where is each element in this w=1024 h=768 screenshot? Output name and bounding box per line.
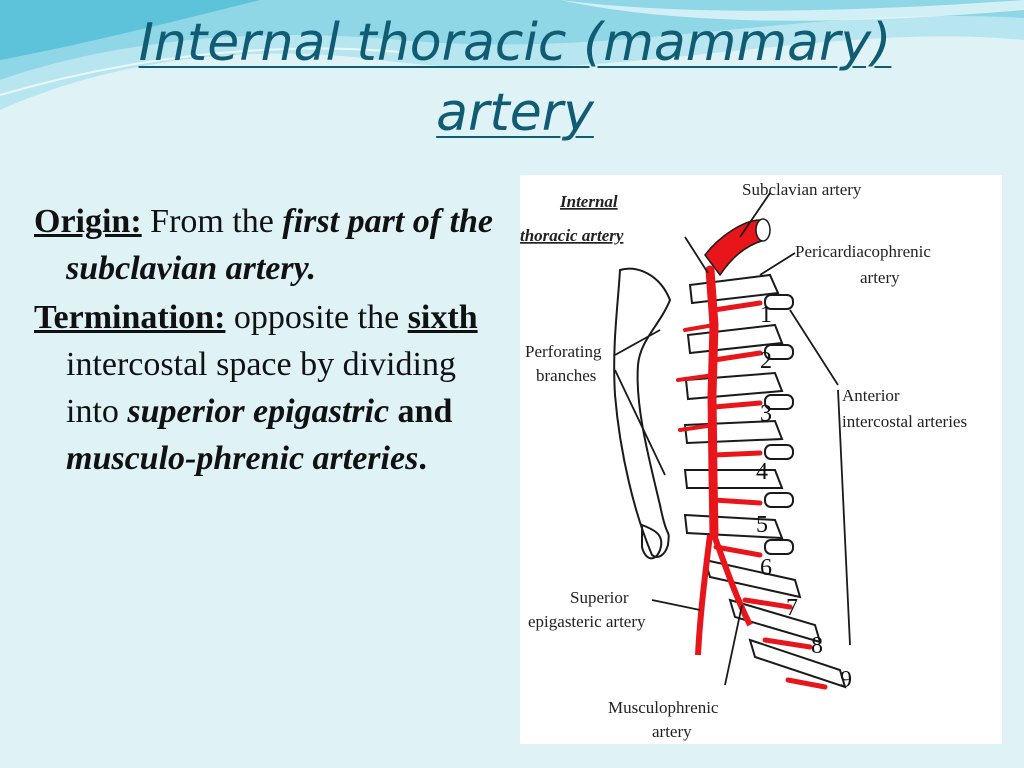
rib-number-7: 7: [786, 595, 798, 621]
label-pericardio-2: artery: [860, 268, 900, 287]
label-perforating-1: Perforating: [525, 342, 602, 361]
rib-8: [728, 598, 822, 644]
label-perforating-2: branches: [536, 366, 596, 385]
subclavian-opening: [755, 218, 771, 242]
origin-paragraph: Origin: From the first part of the subcl…: [34, 198, 504, 292]
label-internal-1: Internal: [559, 192, 618, 211]
label-internal-2: thoracic artery: [520, 226, 624, 245]
label-anterior-1: Anterior: [842, 386, 900, 405]
termination-label: Termination:: [34, 299, 226, 336]
rib-9: [748, 638, 847, 689]
cartilage-4: [764, 444, 794, 460]
and-text: and: [397, 393, 453, 430]
sternum-outline: [613, 267, 672, 558]
cartilage-2: [764, 344, 794, 360]
label-anterior-2: intercostal arteries: [842, 412, 967, 431]
musculophrenic-branch: [711, 533, 753, 627]
cartilage-1: [764, 294, 794, 310]
rib-7: [703, 558, 802, 599]
rib-number-9: 9: [840, 667, 852, 693]
superior-epigastric-text: superior epigastric: [127, 393, 390, 430]
title-line-2: artery: [436, 83, 594, 143]
termination-sixth: sixth: [407, 299, 478, 336]
label-subclavian: Subclavian artery: [742, 180, 862, 199]
origin-label: Origin:: [34, 203, 142, 240]
title-line-1: Internal thoracic (mammary): [138, 13, 892, 73]
rib-6: [683, 513, 784, 540]
rib-number-2: 2: [760, 348, 772, 374]
anatomy-diagram: Internal thoracic artery Subclavian arte…: [520, 180, 967, 741]
intercostal-branches: [711, 300, 828, 690]
label-musculo-1: Musculophrenic: [608, 698, 719, 717]
pointer-arrows: [614, 192, 851, 686]
superior-epigastric-branch: [695, 534, 713, 656]
termination-text-1: opposite the: [233, 299, 400, 336]
rib-number-8: 8: [811, 633, 823, 659]
label-pericardio-1: Pericardiacophrenic: [795, 242, 931, 261]
rib-number-5: 5: [756, 512, 768, 538]
slide-title: Internal thoracic (mammary) artery: [100, 8, 930, 148]
termination-paragraph: Termination: opposite the sixth intercos…: [34, 294, 504, 482]
slide-body: Origin: From the first part of the subcl…: [34, 198, 504, 484]
cartilage-5: [764, 492, 794, 508]
rib-number-6: 6: [760, 555, 772, 581]
termination-text-2: intercostal space by dividing into: [66, 346, 456, 430]
label-musculo-2: artery: [652, 722, 692, 741]
musculophrenic-text: musculo-phrenic arteries: [66, 440, 419, 477]
rib-number-4: 4: [756, 459, 768, 485]
perforating-branches: [676, 323, 716, 432]
origin-text: From the: [150, 203, 274, 240]
cartilage-6: [764, 539, 794, 555]
end-period: .: [418, 440, 427, 477]
label-superior-1: Superior: [570, 588, 629, 607]
costal-cartilages: [764, 294, 794, 555]
anatomy-figure: Internal thoracic artery Subclavian arte…: [520, 175, 1002, 744]
internal-thoracic-trunk: [705, 265, 719, 540]
cartilage-3: [764, 394, 794, 410]
rib-number-3: 3: [760, 401, 772, 427]
rib-number-1: 1: [760, 302, 772, 328]
ribs: [683, 273, 847, 689]
label-superior-2: epigasteric artery: [528, 612, 646, 631]
origin-emphasis: first part of the subclavian artery.: [66, 203, 494, 287]
xiphoid-outline: [641, 523, 663, 560]
